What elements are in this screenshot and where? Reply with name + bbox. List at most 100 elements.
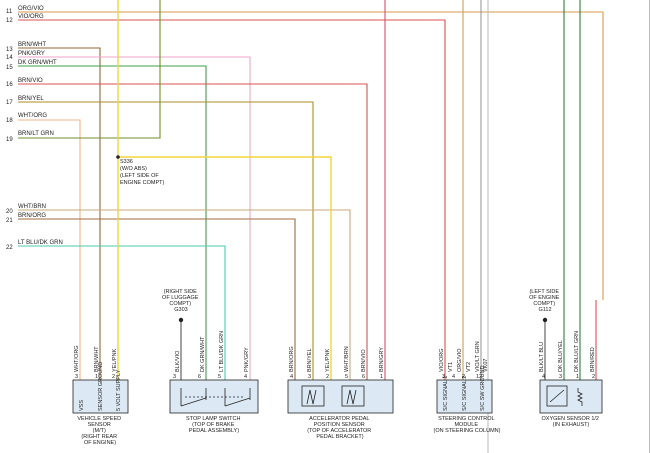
vss-signal-2: SENSOR GROUND	[98, 362, 104, 411]
circuit-18-number: 18	[6, 118, 13, 124]
o2s-pin-3: 1	[576, 374, 579, 380]
scm-box	[436, 379, 493, 414]
wire-pnk-gry	[18, 56, 251, 380]
app-wire-label-5: BRN/VIO	[361, 349, 367, 372]
scm-signal-1: S/C SIGNAL 1	[443, 376, 449, 411]
ground-g303-icon	[178, 317, 184, 323]
stoplamp-box	[169, 379, 259, 414]
stoplamp-pin-1: 3	[173, 374, 176, 380]
app-pin-2: 3	[308, 374, 311, 380]
app-wire-label-1: BRN/ORG	[289, 346, 295, 372]
o2s-wire-label-2: DK BLU/YEL	[558, 340, 564, 372]
oxygen-sensor: 4 3 1 2 OXYGEN SENSOR 1/2 (IN EXHAUST)	[539, 374, 603, 428]
stoplamp-caption: STOP LAMP SWITCH (TOP OF BRAKE PEDAL ASS…	[186, 416, 242, 434]
circuit-22-number: 22	[6, 245, 13, 251]
circuit-15-label: DK GRN/WHT	[18, 60, 57, 66]
wire-wht-brn	[18, 209, 351, 380]
app-pin-4: 5	[345, 374, 348, 380]
scm-wire-label-6: VK07	[483, 359, 489, 372]
scm-wire-label-4: VT2	[466, 362, 472, 372]
wire-brn-vio	[18, 83, 368, 380]
circuit-19-number: 19	[6, 137, 13, 143]
app-wire-label-2: BRN/YEL	[307, 348, 313, 372]
wire-lt-blu-dk-grn	[18, 245, 226, 380]
wire-wht-org	[18, 119, 81, 380]
scm-wire-label-1: VIO/ORG	[439, 348, 445, 372]
circuit-13-number: 13	[6, 47, 13, 53]
accelerator-pedal-position-sensor: 4 3 2 5 6 1 ACCELERATOR PEDAL POSITION S…	[287, 374, 394, 440]
wire-color-labels: WHT/ORG BRN/WHT YEL/PNK BLK/VIO DK GRN/W…	[74, 331, 596, 372]
component-boxes: 3 1 2 VSS SENSOR GROUND 5 VOLT SUPPLY VE…	[72, 362, 603, 446]
circuit-14-number: 14	[6, 55, 13, 61]
vss-pin-3: 2	[112, 374, 115, 380]
ground-g303: (RIGHT SIDE OF LUGGAGE COMPT) G303	[162, 289, 199, 323]
stoplamp-pin-4: 4	[244, 374, 247, 380]
circuit-21-number: 21	[6, 218, 13, 224]
vss-pin-2: 1	[95, 374, 98, 380]
potentiometer-symbols	[301, 385, 365, 407]
o2s-box	[539, 379, 603, 414]
circuit-14-label: PNK/GRY	[18, 51, 45, 57]
vss-caption: VEHICLE SPEED SENSOR (M/T) (RIGHT REAR O…	[77, 416, 122, 446]
heater-symbol	[546, 385, 583, 407]
app-wire-label-6: BRN/GRY	[379, 347, 385, 372]
scm-wire-label-3: ORG/VIO	[457, 348, 463, 372]
circuit-20-number: 20	[6, 209, 13, 215]
scm-signal-3: S/C SW GROUND	[480, 365, 486, 411]
scm-caption: STEERING CONTROL MODULE (ON STEERING COL…	[434, 416, 501, 434]
app-pin-6: 1	[380, 374, 383, 380]
circuit-12-label: VIO/ORG	[18, 14, 44, 20]
scm-wire-label-2: VT1	[448, 362, 454, 372]
o2s-pin-2: 3	[559, 374, 562, 380]
o2s-pin-1: 4	[542, 374, 545, 380]
wire-group	[18, 0, 604, 453]
stoplamp-wire-label-3: LT BLU/DK GRN	[219, 331, 225, 372]
scm-pin-2: 4	[452, 374, 455, 380]
left-circuit-labels: ORG/VIO 11 VIO/ORG 12 BRN/WHT 13 PNK/GRY…	[6, 6, 63, 251]
scm-pin-4: 12	[476, 374, 482, 380]
o2s-caption: OXYGEN SENSOR 1/2 (IN EXHAUST)	[542, 416, 601, 428]
o2s-pin-4: 2	[592, 374, 595, 380]
stoplamp-pin-2: 6	[198, 374, 201, 380]
wire-brn-wht	[18, 47, 101, 380]
app-wire-label-4: WHT/BRN	[344, 346, 350, 372]
wire-vio-org	[18, 19, 446, 380]
scm-pin-1: 3	[442, 374, 445, 380]
ground-g112: (LEFT SIDE OF ENGINE COMPT) G112	[529, 289, 561, 323]
o2s-wire-label-3: DK BLU/LT GRN	[574, 331, 580, 372]
wire-brn-org	[18, 218, 296, 380]
vss-wire-label-3: YEL/PNK	[112, 348, 118, 372]
app-box	[287, 379, 394, 414]
ground-g112-icon	[542, 317, 548, 323]
circuit-16-number: 16	[6, 82, 13, 88]
scm-signal-2: S/C SIGNAL 2	[462, 376, 468, 411]
splice-label: S336 (W/O ABS) (LEFT SIDE OF ENGINE COMP…	[120, 159, 164, 186]
vss-signal-3: 5 VOLT SUPPLY	[116, 369, 122, 411]
wire-brn-lt-grn	[18, 0, 161, 139]
vss-pin-1: 3	[75, 374, 78, 380]
ground-g112-label: (LEFT SIDE OF ENGINE COMPT) G112	[529, 289, 561, 313]
vehicle-speed-sensor: 3 1 2 VSS SENSOR GROUND 5 VOLT SUPPLY VE…	[72, 362, 129, 446]
switch-symbol	[180, 388, 251, 407]
circuit-21-label: BRN/ORG	[18, 213, 46, 219]
circuit-11-label: ORG/VIO	[18, 6, 44, 12]
scm-wire-label-5: VIO/LT GRN	[475, 341, 481, 372]
circuit-13-label: BRN/WHT	[18, 42, 46, 48]
circuit-15-number: 15	[6, 65, 13, 71]
vss-wire-label-2: BRN/WHT	[94, 346, 100, 372]
circuit-18-label: WHT/ORG	[18, 113, 47, 119]
app-pin-1: 4	[290, 374, 293, 380]
circuit-20-label: WHT/BRN	[18, 204, 46, 210]
app-pin-3: 2	[326, 374, 329, 380]
o2s-wire-label-1: BLK/LT BLU	[539, 342, 545, 372]
stoplamp-wire-label-4: PNK/GRY	[244, 347, 250, 372]
vss-wire-label-1: WHT/ORG	[74, 345, 80, 372]
o2s-wire-label-4: BRN/RED	[590, 347, 596, 372]
app-pin-5: 6	[362, 374, 365, 380]
wire-yel-pnk-branch	[118, 156, 332, 380]
stoplamp-pin-3: 5	[218, 374, 221, 380]
scm-pin-3: 2	[462, 374, 465, 380]
circuit-17-label: BRN/YEL	[18, 96, 44, 102]
app-caption: ACCELERATOR PEDAL POSITION SENSOR (TOP O…	[307, 416, 373, 440]
